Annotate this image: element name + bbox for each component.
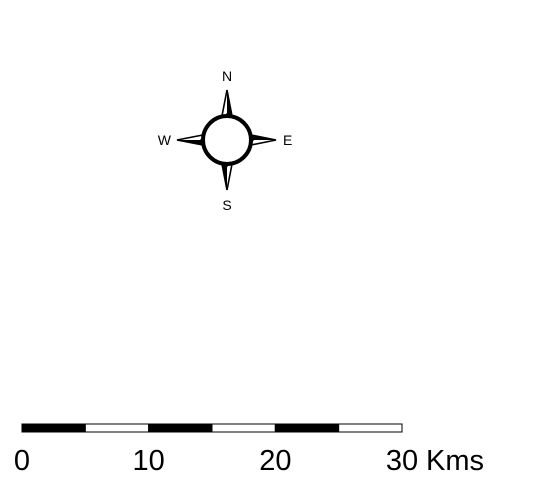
scale-bar-icon <box>21 423 403 433</box>
compass-east-point-shade <box>246 134 276 140</box>
scale-bar-label-max: 30 <box>386 445 418 477</box>
scale-bar-label: 0 <box>14 445 30 477</box>
scale-bar-segment <box>21 423 86 433</box>
scale-bar-segment <box>338 423 403 433</box>
compass-west-label: W <box>158 132 172 148</box>
compass-south-label: S <box>222 197 231 213</box>
scale-bar-segment <box>84 423 150 433</box>
north-arrow-compass-rose-icon <box>176 89 277 191</box>
compass-ring <box>201 114 253 166</box>
scale-bar-unit-label: Kms <box>426 445 484 477</box>
compass-north-point-shade <box>227 90 233 121</box>
scale-bar-label: 20 <box>259 445 291 477</box>
compass-rose: N S E W <box>158 68 293 213</box>
compass-south-point-shade <box>221 159 227 190</box>
compass-north-label: N <box>222 68 232 84</box>
scale-bar-segment <box>148 423 213 433</box>
scale-bar-segment <box>211 423 276 433</box>
compass-east-label: E <box>283 132 292 148</box>
compass-west-point-shade <box>177 140 208 146</box>
scale-bar-label: 10 <box>133 445 165 477</box>
scale-bar-segment <box>274 423 340 433</box>
